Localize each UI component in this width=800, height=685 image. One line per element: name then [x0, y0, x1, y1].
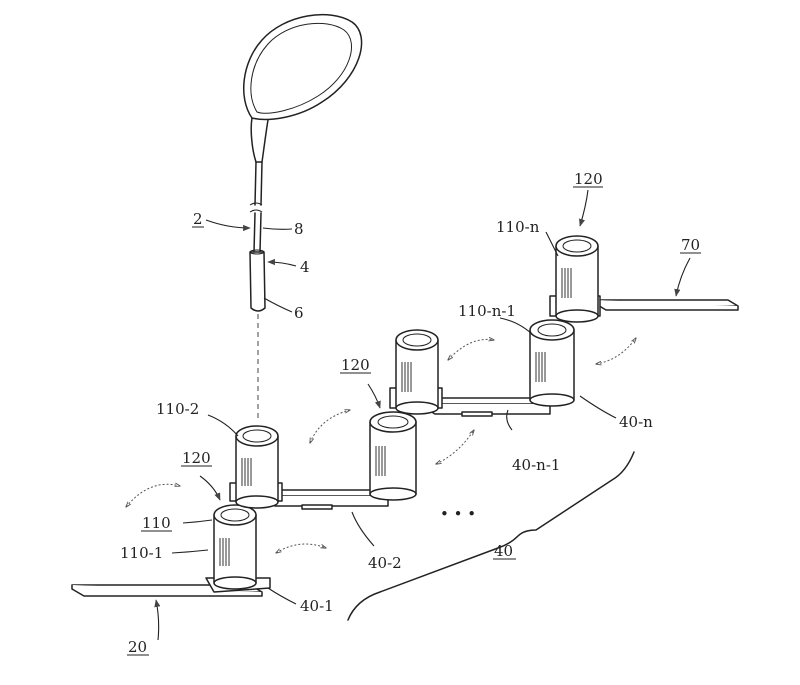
label-20: 20	[128, 638, 147, 656]
label-club: 2	[193, 210, 203, 228]
label-40: 40	[494, 542, 513, 560]
leader-lines	[154, 189, 691, 641]
label-120-left: 120	[182, 449, 211, 467]
label-120-top: 120	[574, 170, 603, 188]
label-40-1: 40-1	[300, 597, 334, 615]
bracket-40	[347, 451, 635, 621]
label-40-n-1: 40-n-1	[512, 456, 560, 474]
label-110-2: 110-2	[156, 400, 199, 418]
roller-mid-lower	[369, 411, 417, 501]
label-110: 110	[142, 514, 171, 532]
label-70: 70	[681, 236, 700, 254]
roller-mid-upper	[389, 329, 443, 415]
golf-club	[242, 13, 363, 420]
rotation-arrows	[126, 338, 636, 553]
roller-110-1	[205, 504, 271, 593]
label-110-1: 110-1	[120, 544, 163, 562]
base-plates	[71, 299, 739, 597]
label-grip: 4	[300, 258, 310, 276]
roller-110-n	[549, 235, 601, 323]
label-shaft: 8	[294, 220, 304, 238]
label-grip-end: 6	[294, 304, 304, 322]
label-ellipsis: • • •	[440, 505, 476, 523]
label-110-n-1: 110-n-1	[458, 302, 516, 320]
label-110-n: 110-n	[496, 218, 540, 236]
roller-110-2	[229, 425, 283, 509]
roller-110-n-1	[529, 319, 575, 407]
connecting-arms	[264, 397, 551, 510]
label-40-n: 40-n	[619, 413, 653, 431]
label-40-2: 40-2	[368, 554, 402, 572]
label-120-mid: 120	[341, 356, 370, 374]
reference-labels: 2 8 4 6 120 110-n 70 110-n-1 120 110-2 1…	[120, 170, 701, 656]
